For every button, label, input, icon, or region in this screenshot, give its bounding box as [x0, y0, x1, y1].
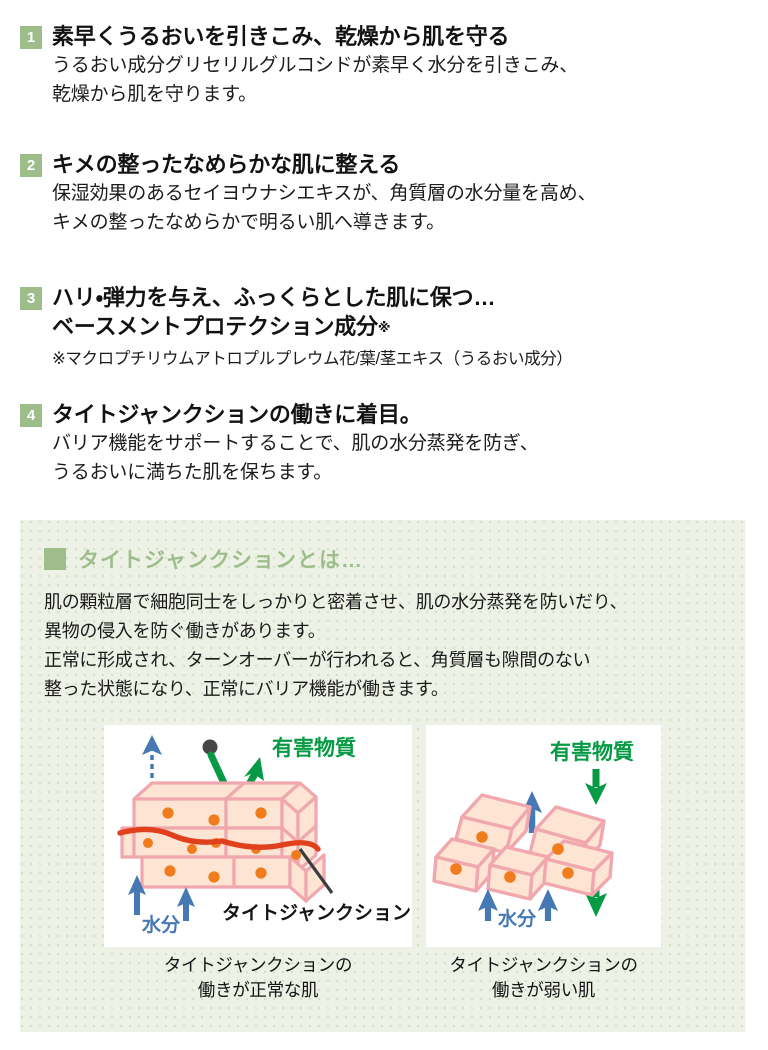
- benefit-item-3: 3 ハリ・弾力を与え、ふっくらとした肌に保つ… ベースメントプロテクション成分※…: [20, 283, 750, 371]
- benefit-3-heading: 3 ハリ・弾力を与え、ふっくらとした肌に保つ… ベースメントプロテクション成分※: [20, 283, 750, 341]
- benefit-4-number-badge: 4: [20, 404, 42, 427]
- harmful-entering-arrow-icon: [585, 769, 607, 805]
- tight-junction-explainer-panel: タイトジャンクションとは… 肌の顆粒層で細胞同士をしっかりと密着させ、肌の水分蒸…: [20, 520, 745, 1032]
- moisture-arrows-icon: [128, 875, 195, 921]
- benefit-item-2: 2 キメの整ったなめらかな肌に整える 保湿効果のあるセイヨウナシエキスが、角質層…: [20, 150, 750, 238]
- benefit-1-title: 素早くうるおいを引きこみ、乾燥から肌を守る: [52, 24, 510, 49]
- benefit-3-title-line-1: ハリ・弾力を与え、ふっくらとした肌に保つ…: [52, 285, 496, 310]
- moisture-label: 水分: [141, 914, 181, 936]
- harmful-substance-label: 有害物質: [550, 740, 634, 764]
- harmful-substance-label: 有害物質: [272, 736, 356, 760]
- benefit-2-heading: 2 キメの整ったなめらかな肌に整える: [20, 150, 750, 179]
- cell-stack-disordered: [432, 793, 614, 901]
- benefit-1-body-line-1: うるおい成分グリセリルグルコシドが素早く水分を引きこみ、: [52, 55, 579, 77]
- panel-body-line-1: 肌の顆粒層で細胞同士をしっかりと密着させ、肌の水分蒸発を防いだり、: [44, 592, 628, 612]
- cell-stack-ordered: [120, 781, 326, 903]
- benefit-2-number-badge: 2: [20, 154, 42, 177]
- benefit-item-4: 4 タイトジャンクションの働きに着目。 バリア機能をサポートすることで、肌の水分…: [20, 400, 750, 488]
- caption-b-line-1: タイトジャンクションの: [449, 955, 638, 975]
- panel-heading: タイトジャンクションとは…: [20, 520, 745, 574]
- panel-body-text: 肌の顆粒層で細胞同士をしっかりと密着させ、肌の水分蒸発を防いだり、 異物の侵入を…: [44, 588, 745, 705]
- panel-body-line-3: 正常に形成され、ターンオーバーが行われると、角質層も隙間のない: [44, 650, 591, 671]
- cell-nuclei-group: [450, 831, 574, 883]
- caption-a-line-1: タイトジャンクションの: [163, 955, 353, 975]
- benefit-2-body-line-2: キメの整ったなめらかで明るい肌へ導きます。: [52, 212, 445, 234]
- benefit-2-body: 保湿効果のあるセイヨウナシエキスが、角質層の水分量を高め、 キメの整ったなめらか…: [52, 179, 750, 238]
- benefit-2-body-line-1: 保湿効果のあるセイヨウナシエキスが、角質層の水分量を高め、: [52, 183, 597, 205]
- panel-title: タイトジャンクションとは…: [78, 549, 363, 572]
- tight-junction-pointer-line: [298, 848, 334, 894]
- benefit-3-title-line-2: ベースメントプロテクション成分※: [52, 312, 495, 341]
- benefit-1-number-badge: 1: [20, 26, 42, 49]
- benefit-item-1: 1 素早くうるおいを引きこみ、乾燥から肌を守る うるおい成分グリセリルグルコシド…: [20, 22, 750, 110]
- panel-body-line-2: 異物の侵入を防ぐ働きがあります。: [44, 621, 326, 642]
- benefit-1-body: うるおい成分グリセリルグルコシドが素早く水分を引きこみ、 乾燥から肌を守ります。: [52, 51, 750, 110]
- benefit-3-title-group: ハリ・弾力を与え、ふっくらとした肌に保つ… ベースメントプロテクション成分※: [52, 283, 495, 341]
- figure-normal-skin: 有害物質: [104, 725, 412, 947]
- moisture-arrows-icon: [478, 889, 558, 921]
- square-bullet-icon: [44, 548, 66, 570]
- benefit-4-heading: 4 タイトジャンクションの働きに着目。: [20, 400, 750, 429]
- figure-weak-skin-caption: タイトジャンクションの 働きが弱い肌: [426, 953, 661, 1003]
- benefit-3-footnote-mark: ※: [377, 320, 391, 336]
- panel-body-line-4: 整った状態になり、正常にバリア機能が働きます。: [44, 679, 449, 700]
- benefit-4-body-line-2: うるおいに満ちた肌を保ちます。: [52, 462, 333, 484]
- benefit-3-footnote: ※マクロプチリウムアトロプルプレウム花/葉/茎エキス（うるおい成分）: [52, 350, 573, 369]
- normal-skin-diagram: 有害物質: [117, 735, 411, 936]
- benefit-4-title: タイトジャンクションの働きに着目。: [52, 402, 422, 427]
- benefit-3-title-line-2-text: ベースメントプロテクション成分: [52, 314, 378, 340]
- benefit-2-title: キメの整ったなめらかな肌に整える: [52, 152, 401, 177]
- benefit-4-body-line-1: バリア機能をサポートすることで、肌の水分蒸発を防ぎ、: [52, 433, 539, 455]
- tight-junction-line: [117, 826, 321, 852]
- moisture-blocked-arrow-icon: [142, 735, 162, 787]
- caption-a-line-2: 働きが正常な肌: [197, 979, 319, 1000]
- caption-b-line-2: 働きが弱い肌: [491, 979, 596, 1000]
- moisture-label: 水分: [497, 908, 537, 930]
- benefit-4-body: バリア機能をサポートすることで、肌の水分蒸発を防ぎ、 うるおいに満ちた肌を保ちま…: [52, 429, 750, 488]
- figure-normal-skin-caption: タイトジャンクションの 働きが正常な肌: [104, 953, 412, 1003]
- harmful-particle-icon: [202, 739, 218, 755]
- benefit-1-heading: 1 素早くうるおいを引きこみ、乾燥から肌を守る: [20, 22, 750, 51]
- tight-junction-label: タイトジャンクション: [222, 902, 411, 924]
- figure-weak-skin: 有害物質: [426, 725, 661, 947]
- benefit-1-body-line-2: 乾燥から肌を守ります。: [52, 84, 257, 106]
- weak-skin-diagram: 有害物質: [432, 740, 634, 930]
- benefit-3-number-badge: 3: [20, 287, 42, 310]
